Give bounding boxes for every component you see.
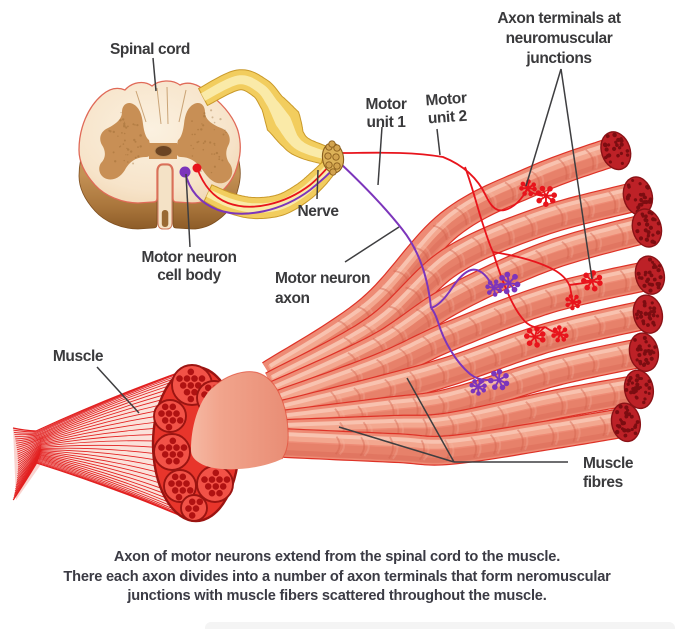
svg-text:Axon of motor neurons extend f: Axon of motor neurons extend from the sp… (114, 549, 560, 565)
svg-text:Spinal cord: Spinal cord (110, 41, 190, 58)
svg-text:Nerve: Nerve (297, 203, 339, 220)
svg-text:Motor neuron: Motor neuron (141, 249, 236, 266)
svg-text:junctions with muscle fibers s: junctions with muscle fibers scattered t… (126, 588, 546, 604)
svg-text:junctions: junctions (525, 50, 591, 67)
svg-text:Motor: Motor (365, 96, 406, 113)
svg-text:Muscle: Muscle (53, 348, 104, 365)
svg-text:unit 2: unit 2 (427, 108, 467, 128)
svg-text:Muscle: Muscle (583, 455, 634, 472)
svg-text:neuromuscular: neuromuscular (506, 30, 613, 47)
svg-text:There each axon divides into a: There each axon divides into a number of… (63, 569, 611, 585)
svg-text:Motor neuron: Motor neuron (275, 270, 370, 287)
svg-text:cell body: cell body (157, 267, 221, 284)
svg-text:Motor: Motor (425, 90, 467, 110)
svg-text:unit 1: unit 1 (367, 114, 407, 131)
svg-text:fibres: fibres (583, 474, 623, 491)
svg-text:Axon terminals at: Axon terminals at (497, 10, 621, 27)
svg-text:axon: axon (275, 290, 310, 307)
